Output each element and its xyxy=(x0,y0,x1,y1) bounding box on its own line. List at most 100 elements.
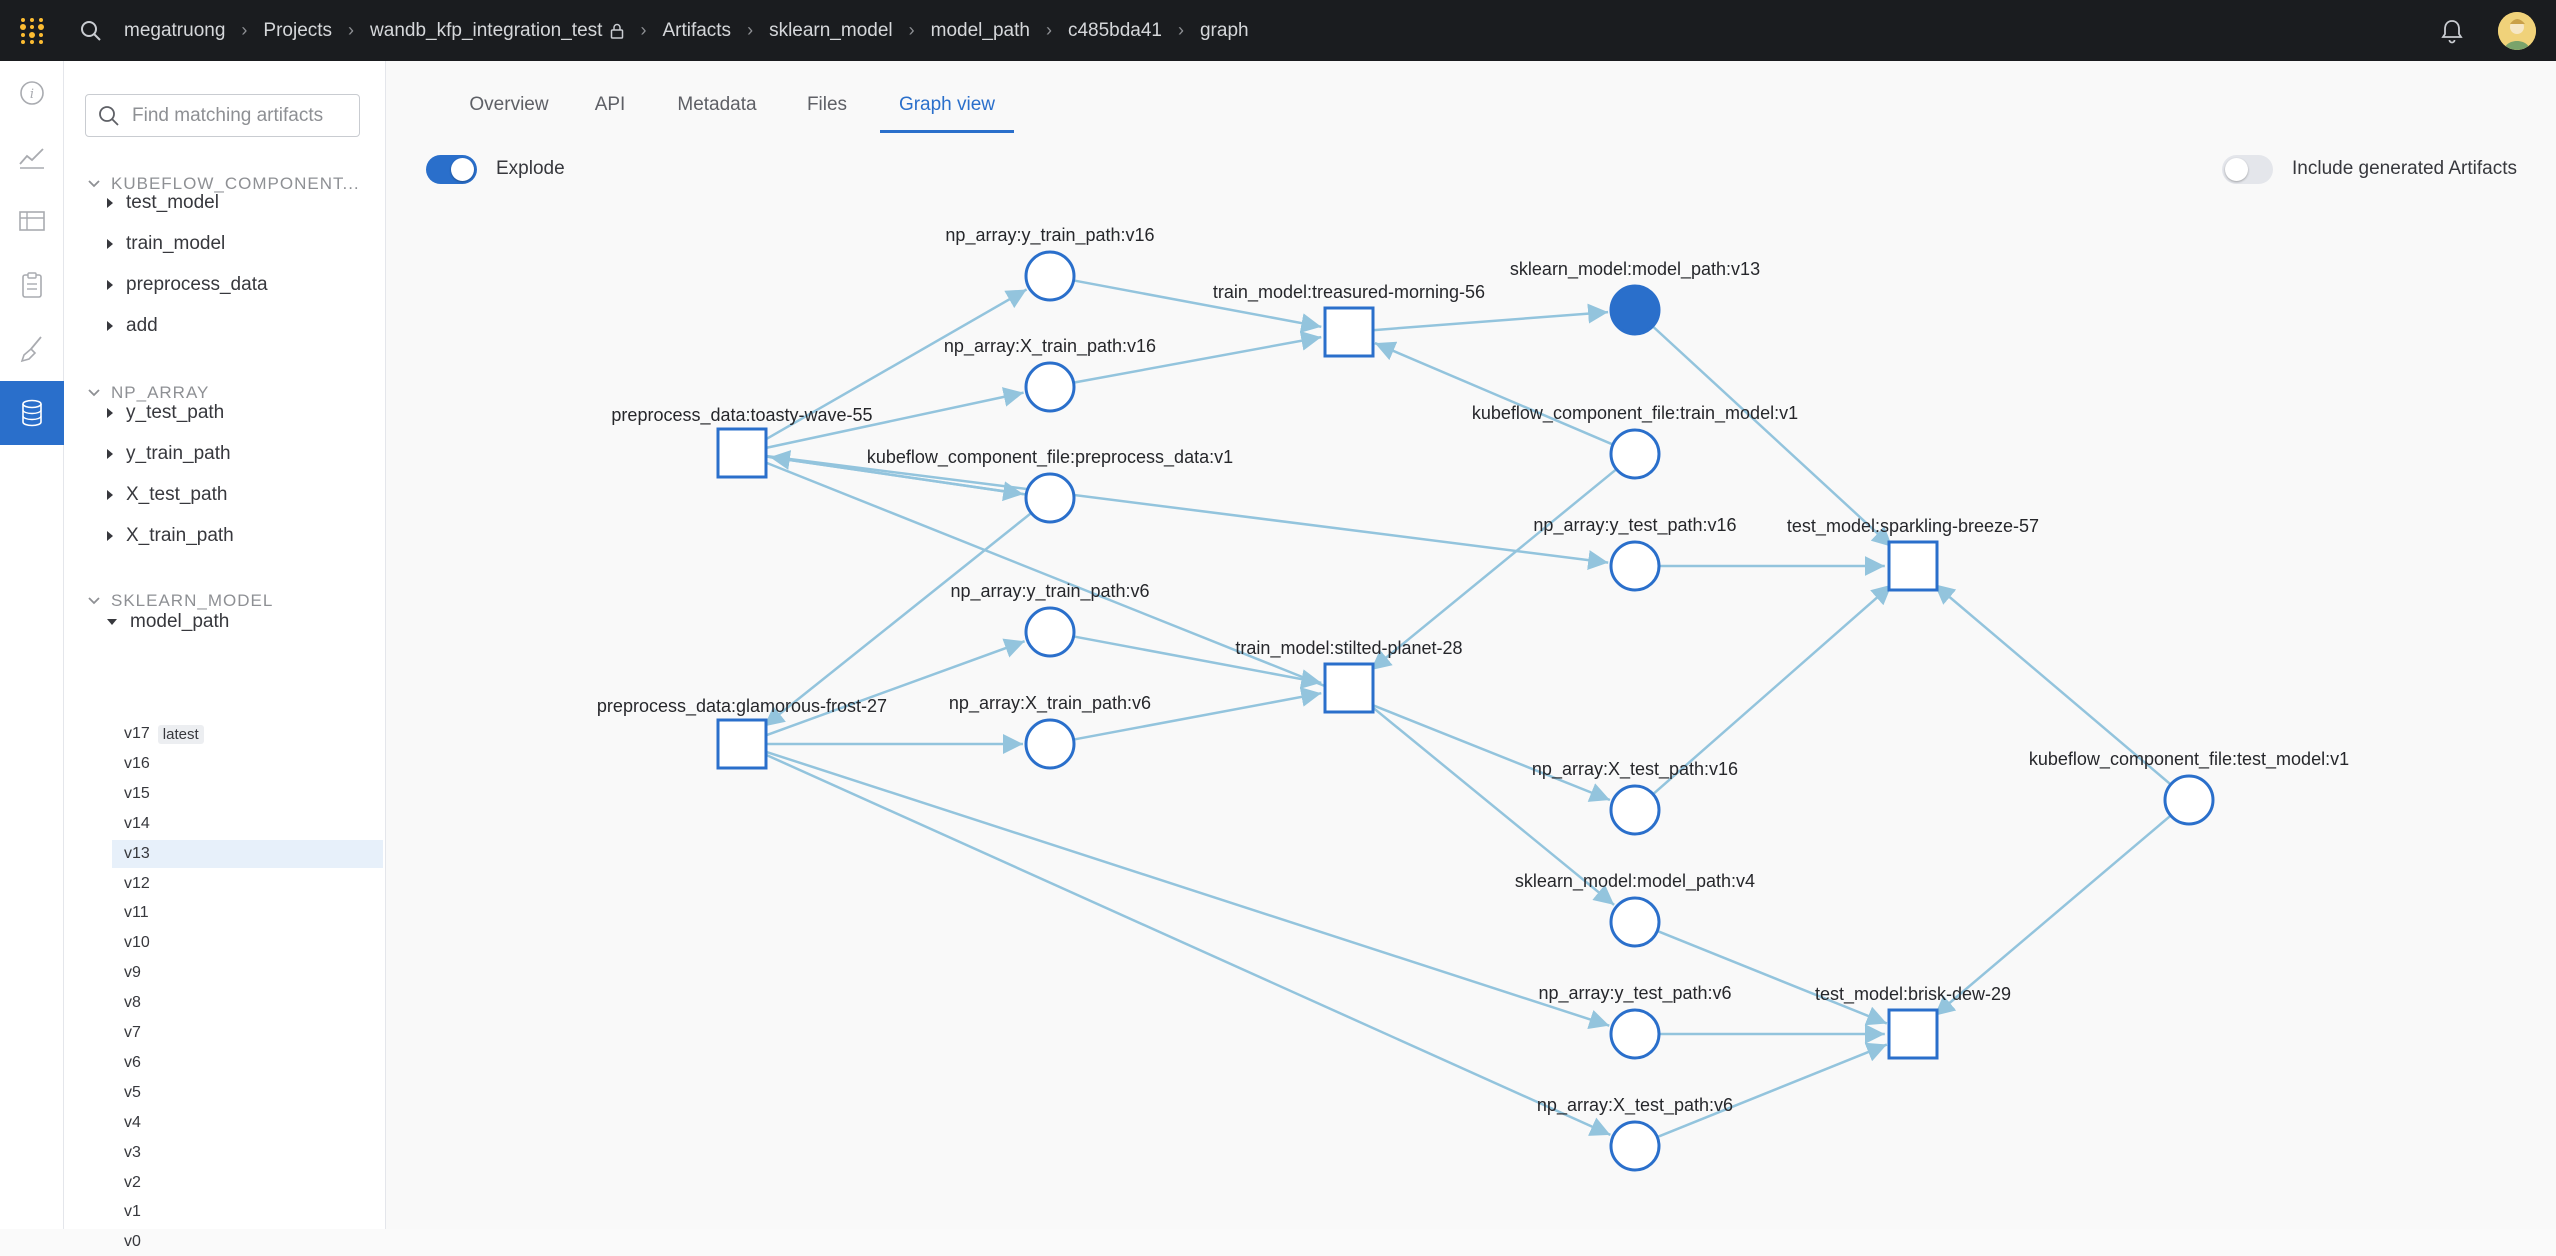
graph-artifact-node[interactable]: sklearn_model:model_path:v4 xyxy=(1515,871,1755,948)
broom-icon xyxy=(20,336,42,363)
caret-right-icon xyxy=(107,449,113,459)
breadcrumb-artifact-name[interactable]: model_path xyxy=(930,19,1030,41)
graph-run-node[interactable]: preprocess_data:toasty-wave-55 xyxy=(611,405,873,479)
rail-reports[interactable] xyxy=(0,253,64,317)
version-item-v0[interactable]: v0 xyxy=(112,1228,383,1256)
graph-artifact-node[interactable]: np_array:y_train_path:v16 xyxy=(945,225,1155,302)
tree-item-preprocess-data[interactable]: preprocess_data xyxy=(106,274,268,296)
tree-item-label: model_path xyxy=(130,611,230,632)
version-item-v1[interactable]: v1 xyxy=(112,1198,383,1226)
artifact-tabs: Overview API Metadata Files Graph view xyxy=(386,61,2556,133)
chevron-right-icon: › xyxy=(1045,20,1052,40)
rail-tables[interactable] xyxy=(0,189,64,253)
graph-run-node[interactable]: preprocess_data:glamorous-frost-27 xyxy=(597,696,887,770)
graph-artifact-node[interactable]: kubeflow_component_file:train_model:v1 xyxy=(1472,403,1798,480)
wandb-logo-icon[interactable] xyxy=(0,0,64,61)
graph-edge xyxy=(1652,583,1893,796)
graph-edge xyxy=(1073,687,1322,741)
graph-edge xyxy=(764,753,1611,1137)
breadcrumb-version[interactable]: c485bda41 xyxy=(1067,19,1162,41)
breadcrumb-entity[interactable]: megatruong xyxy=(124,19,226,41)
graph-artifact-node[interactable]: sklearn_model:model_path:v13 xyxy=(1510,259,1760,336)
section-kubeflow-component-file[interactable]: KUBEFLOW_COMPONENT... xyxy=(88,174,360,194)
section-sklearn-model[interactable]: SKLEARN_MODEL xyxy=(88,591,273,611)
explode-label: Explode xyxy=(496,158,565,179)
bell-icon[interactable] xyxy=(2432,11,2472,51)
version-item-v7[interactable]: v7 xyxy=(112,1019,383,1047)
caret-down-icon xyxy=(107,619,117,625)
graph-artifact-node[interactable]: np_array:y_train_path:v6 xyxy=(950,581,1150,658)
version-item-v13[interactable]: v13 xyxy=(112,839,383,868)
search-input[interactable] xyxy=(132,104,352,127)
explode-toggle[interactable] xyxy=(426,155,477,184)
breadcrumb-projects[interactable]: Projects xyxy=(263,19,333,41)
version-item-v9[interactable]: v9 xyxy=(112,959,383,987)
chart-icon xyxy=(19,148,44,169)
tab-overview[interactable]: Overview xyxy=(469,94,549,115)
tree-item-x-test-path[interactable]: X_test_path xyxy=(106,484,227,506)
tab-api[interactable]: API xyxy=(594,94,626,115)
graph-artifact-node[interactable]: np_array:X_test_path:v16 xyxy=(1532,759,1738,836)
graph-run-node[interactable]: train_model:treasured-morning-56 xyxy=(1213,282,1485,358)
version-item-v2[interactable]: v2 xyxy=(112,1169,383,1197)
breadcrumb-project[interactable]: wandb_kfp_integration_test xyxy=(370,19,603,41)
rail-artifacts[interactable] xyxy=(0,381,64,445)
graph-node-label: preprocess_data:glamorous-frost-27 xyxy=(597,696,887,717)
graph-edge xyxy=(764,461,1611,802)
graph-node-label: preprocess_data:toasty-wave-55 xyxy=(611,405,872,426)
version-item-v6[interactable]: v6 xyxy=(112,1049,383,1077)
graph-run-node[interactable]: train_model:stilted-planet-28 xyxy=(1235,638,1463,714)
version-item-v4[interactable]: v4 xyxy=(112,1109,383,1137)
global-search-icon[interactable] xyxy=(64,0,118,61)
tree-item-y-train-path[interactable]: y_train_path xyxy=(106,443,231,465)
graph-artifact-node[interactable]: kubeflow_component_file:test_model:v1 xyxy=(2029,749,2349,826)
tree-item-add[interactable]: add xyxy=(106,315,158,337)
version-label: v17 xyxy=(124,725,150,742)
graph-artifact-node[interactable]: np_array:X_train_path:v16 xyxy=(944,336,1156,413)
clipboard-icon xyxy=(22,272,42,298)
artifact-search xyxy=(85,94,360,137)
breadcrumb-artifact-type[interactable]: sklearn_model xyxy=(769,19,893,41)
version-item-v14[interactable]: v14 xyxy=(112,810,383,838)
version-item-v11[interactable]: v11 xyxy=(112,899,383,927)
version-item-v15[interactable]: v15 xyxy=(112,780,383,808)
version-item-v16[interactable]: v16 xyxy=(112,750,383,778)
version-item-v3[interactable]: v3 xyxy=(112,1139,383,1167)
avatar[interactable] xyxy=(2498,11,2536,50)
graph-artifact-node[interactable]: kubeflow_component_file:preprocess_data:… xyxy=(867,447,1233,524)
section-title: NP_ARRAY xyxy=(111,383,210,402)
tab-metadata[interactable]: Metadata xyxy=(677,94,757,115)
rail-overview[interactable]: i xyxy=(0,61,64,125)
rail-charts[interactable] xyxy=(0,125,64,189)
tab-files[interactable]: Files xyxy=(806,94,848,115)
version-item-v5[interactable]: v5 xyxy=(112,1079,383,1107)
graph-artifact-node[interactable]: np_array:y_test_path:v6 xyxy=(1538,983,1732,1060)
version-item-v12[interactable]: v12 xyxy=(112,870,383,898)
graph-node-label: np_array:y_test_path:v16 xyxy=(1533,515,1736,536)
graph-run-node[interactable]: test_model:sparkling-breeze-57 xyxy=(1787,516,2039,592)
version-item-v8[interactable]: v8 xyxy=(112,989,383,1017)
tree-item-train-model[interactable]: train_model xyxy=(106,233,225,255)
tree-item-model-path[interactable]: model_path xyxy=(106,611,229,633)
caret-right-icon xyxy=(107,198,113,208)
tab-graph-view[interactable]: Graph view xyxy=(880,94,1014,133)
section-np-array[interactable]: NP_ARRAY xyxy=(88,383,209,403)
version-item-v10[interactable]: v10 xyxy=(112,929,383,957)
graph-edge xyxy=(763,512,1033,728)
version-label: v16 xyxy=(124,754,150,772)
breadcrumb-artifacts[interactable]: Artifacts xyxy=(662,19,732,41)
include-generated-toggle[interactable] xyxy=(2222,155,2273,184)
artifact-sidebar: KUBEFLOW_COMPONENT... test_model train_m… xyxy=(64,61,386,1250)
tree-item-label: X_train_path xyxy=(126,525,234,546)
graph-artifact-node[interactable]: np_array:y_test_path:v16 xyxy=(1533,515,1737,592)
graph-artifact-node[interactable]: np_array:X_test_path:v6 xyxy=(1537,1095,1733,1172)
tree-item-test-model[interactable]: test_model xyxy=(106,192,219,214)
graph-artifact-node[interactable]: np_array:X_train_path:v6 xyxy=(949,693,1151,770)
graph-run-node[interactable]: test_model:brisk-dew-29 xyxy=(1815,984,2011,1060)
tree-item-label: y_train_path xyxy=(126,443,231,464)
rail-sweeps[interactable] xyxy=(0,317,64,381)
tree-item-y-test-path[interactable]: y_test_path xyxy=(106,402,224,424)
breadcrumb-current-tab[interactable]: graph xyxy=(1199,19,1249,41)
tree-item-x-train-path[interactable]: X_train_path xyxy=(106,525,234,547)
